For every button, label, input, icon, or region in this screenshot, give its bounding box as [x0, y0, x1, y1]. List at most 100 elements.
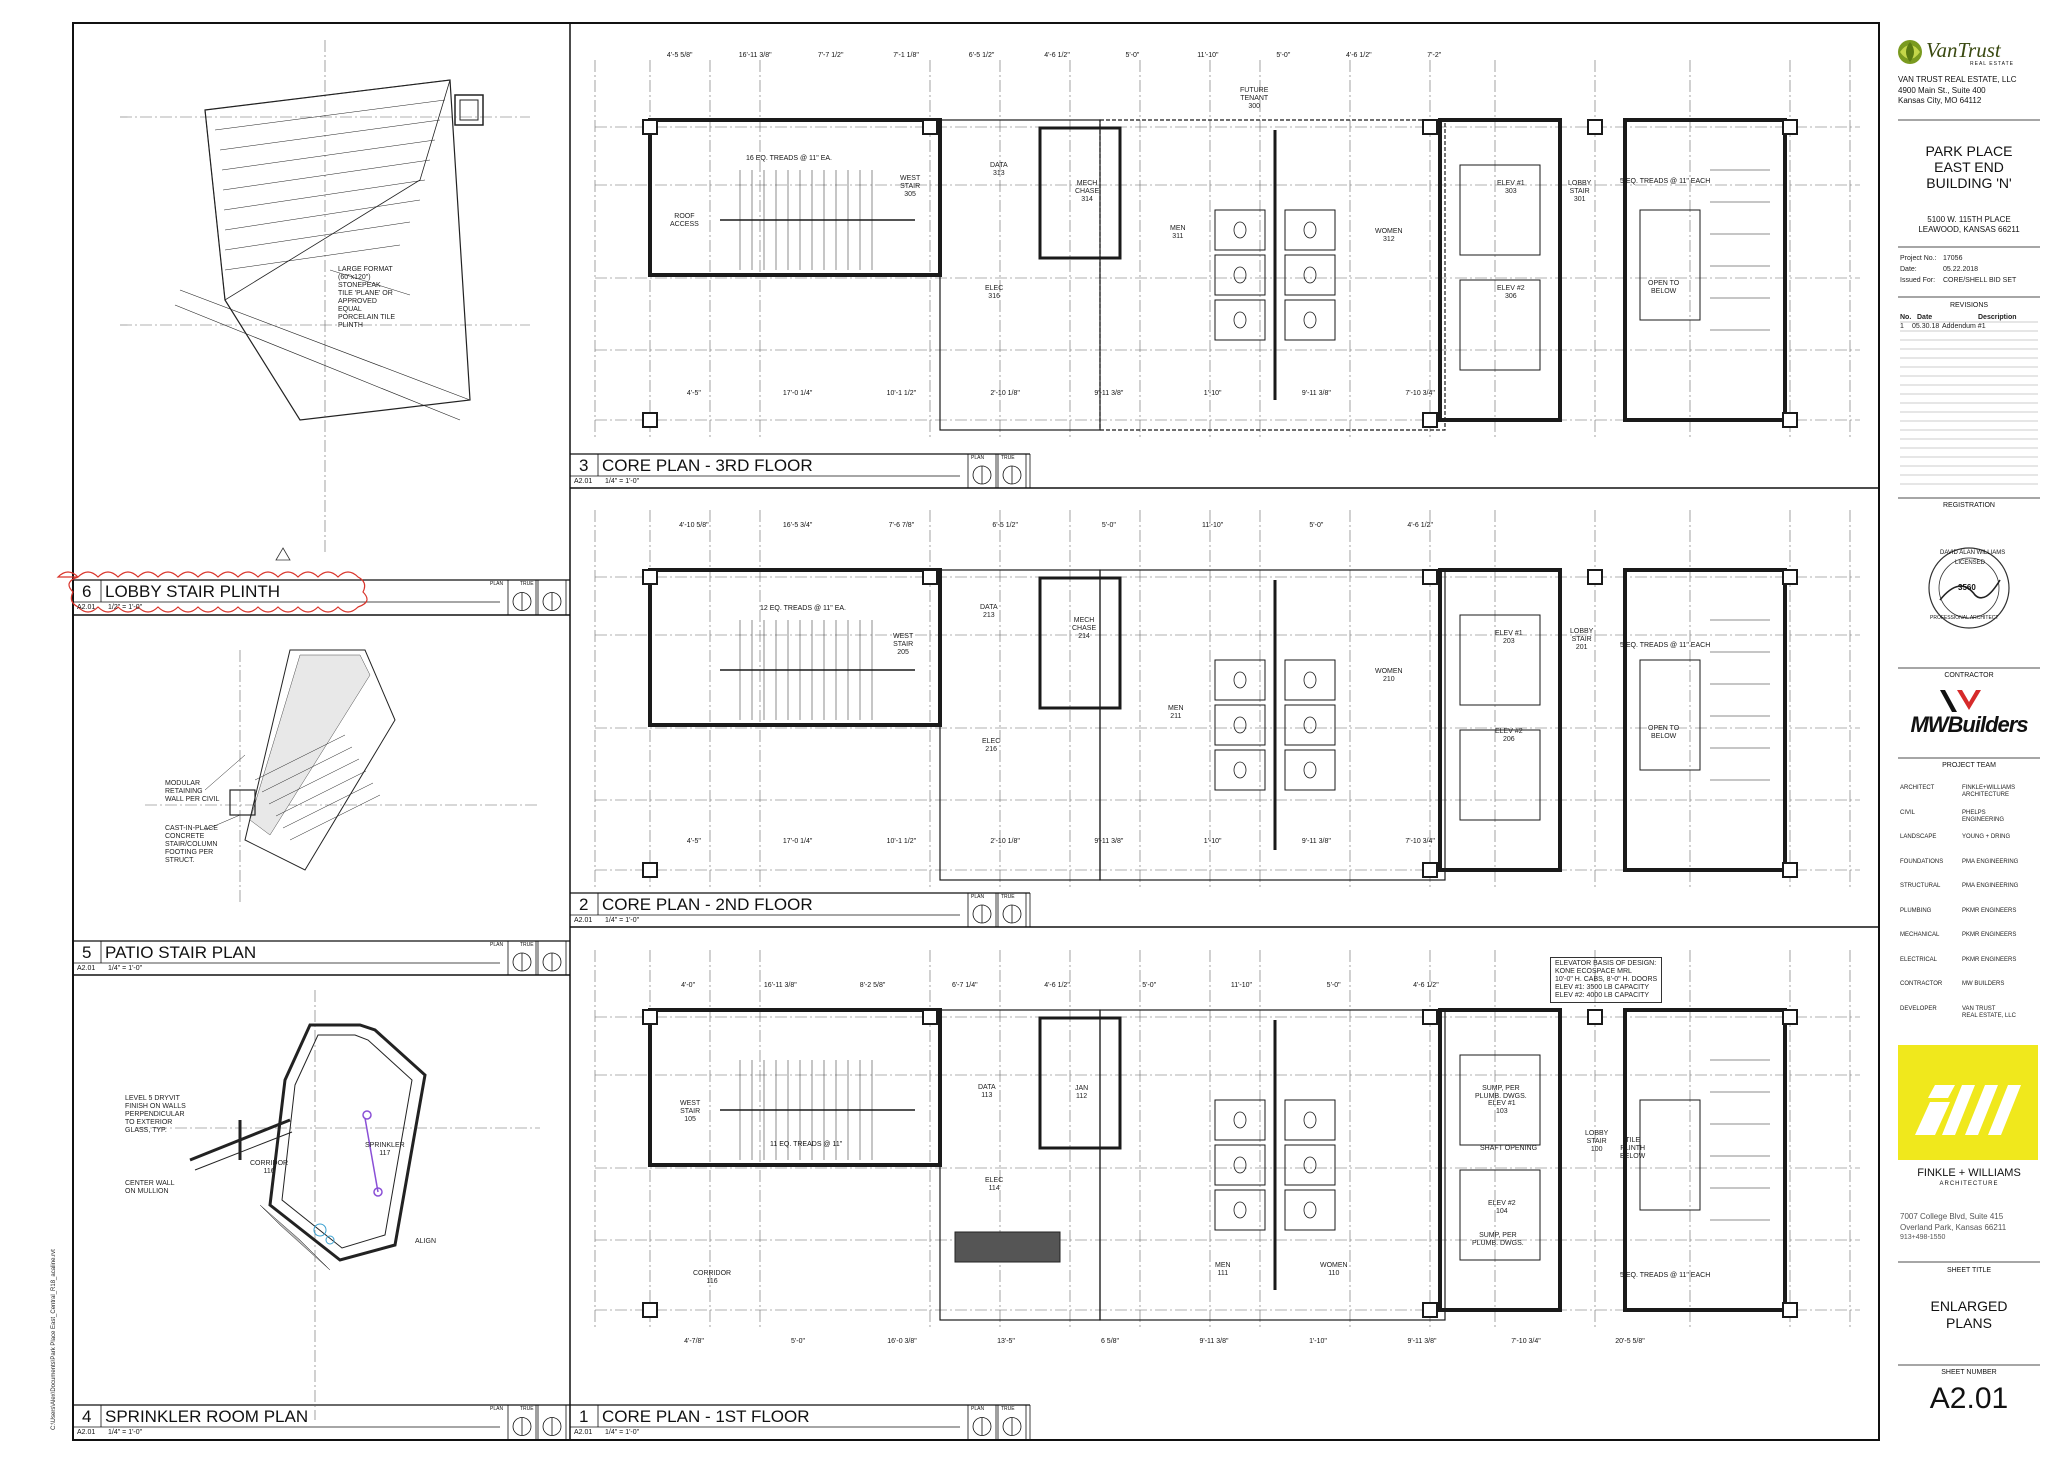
- view-scale: 1/4" = 1'-0": [605, 1429, 640, 1436]
- owner-addr1: 4900 Main St., Suite 400: [1898, 86, 1986, 95]
- view-ref: A2.01: [574, 478, 593, 485]
- north-arrow-box: [967, 892, 997, 928]
- team-firm: FINKLE+WILLIAMS ARCHITECTURE: [1962, 785, 2016, 798]
- north-arrow-box: [537, 1404, 567, 1441]
- toilet-fixture: [1303, 1156, 1317, 1174]
- dimension-label: 7'-1 1/8": [893, 52, 919, 59]
- column: [1782, 1302, 1798, 1318]
- room-label-elec-3: ELEC 316: [985, 285, 1004, 300]
- elevator-cab-2: [1459, 729, 1541, 821]
- view-title: CORE PLAN - 2ND FLOOR: [602, 895, 813, 914]
- team-role: MECHANICAL: [1900, 932, 1940, 938]
- room-label-lobby-3: LOBBY STAIR 301: [1568, 180, 1592, 203]
- note-sprinkler-level5: LEVEL 5 DRYVIT FINISH ON WALLS PERPENDIC…: [125, 1095, 186, 1134]
- toilet-fixture: [1303, 311, 1317, 329]
- dimension-label: 4'-6 1/2": [1407, 522, 1433, 529]
- dimension-label: 9'-11 3/8": [1199, 1338, 1229, 1345]
- project-name-line3: BUILDING 'N': [1926, 175, 2012, 191]
- toilet-fixture: [1303, 1201, 1317, 1219]
- room-label-west-stair-1: WEST STAIR 105: [680, 1100, 701, 1123]
- service-zone: [939, 119, 1101, 431]
- room-label-tile-plinth: TILE PLINTH BELOW: [1620, 1137, 1646, 1160]
- column: [1422, 569, 1438, 585]
- architect-phone: 913+498-1550: [1900, 1234, 1946, 1241]
- mech-chase-wall: [1038, 576, 1122, 710]
- column: [1782, 1009, 1798, 1025]
- column: [642, 569, 658, 585]
- project-name-line1: PARK PLACE: [1925, 143, 2013, 159]
- north-arrow-label-true: TRUE: [1001, 1406, 1015, 1412]
- column: [1422, 119, 1438, 135]
- seal-name: DAVID ALAN WILLIAMS: [1940, 550, 2006, 556]
- toilet-stall: [1284, 209, 1336, 251]
- core-plan-floor-2: [642, 568, 1798, 881]
- rev-row-desc: Addendum #1: [1942, 323, 1986, 330]
- sheet-title-line1: ENLARGED: [1930, 1298, 2008, 1314]
- service-zone: [939, 1009, 1101, 1321]
- project-no: 17056: [1943, 255, 1963, 262]
- toilet-fixture: [1233, 266, 1247, 284]
- team-role: ELECTRICAL: [1900, 956, 1938, 963]
- dimension-label: 4'-6 1/2": [1044, 52, 1070, 59]
- note-plinth: LARGE FORMAT (60"x120") STONEPEAK TILE '…: [338, 266, 396, 329]
- column: [1422, 1009, 1438, 1025]
- team-firm: MW BUILDERS: [1962, 981, 2005, 987]
- rev-row-no: 1: [1900, 323, 1904, 330]
- dimension-label: 16'-11 3/8": [763, 982, 797, 989]
- elevator-cab-2: [1459, 1169, 1541, 1261]
- team-firm: VAN TRUST REAL ESTATE, LLC: [1962, 1005, 2016, 1019]
- column: [642, 412, 658, 428]
- column: [922, 569, 938, 585]
- seal-number: 3560: [1958, 583, 1976, 592]
- elevator-core: [1438, 118, 1562, 422]
- dimension-label: 2'-10 1/8": [990, 838, 1020, 845]
- architect-sub: ARCHITECTURE: [1939, 1181, 1999, 1187]
- column: [922, 119, 938, 135]
- north-arrow-box: [967, 1404, 997, 1441]
- view-title-bars: [73, 453, 1031, 1441]
- room-label-west-stair-3: WEST STAIR 305: [900, 175, 921, 198]
- view-title-2: 2 CORE PLAN - 2ND FLOOR A2.01 1/4" = 1'-…: [570, 893, 1030, 927]
- toilet-fixture: [1233, 1201, 1247, 1219]
- view-number: 4: [82, 1407, 92, 1426]
- architect-addr2: Overland Park, Kansas 66211: [1900, 1223, 2007, 1232]
- restroom-zone: [1099, 1009, 1446, 1321]
- open-to-below: [1639, 209, 1701, 321]
- view-title-5: 5 PATIO STAIR PLAN A2.01 1/4" = 1'-0": [73, 941, 570, 975]
- north-arrow-label-true: TRUE: [1001, 894, 1015, 900]
- team-firm: YOUNG + DRING: [1962, 834, 2011, 840]
- dimension-label: 5'-0": [1276, 52, 1291, 59]
- dimension-label: 6 5/8": [1100, 1338, 1120, 1345]
- rev-header-no: No.: [1900, 314, 1912, 321]
- north-arrow-box: [537, 940, 567, 976]
- rev-row-date: 05.30.18: [1912, 323, 1940, 330]
- dimension-label: 4'-6 1/2": [1044, 982, 1070, 989]
- toilet-fixture: [1303, 716, 1317, 734]
- elevator-cab-1: [1459, 164, 1541, 256]
- room-label-men-2: MEN 211: [1168, 705, 1184, 720]
- note-patio-concrete: CAST-IN-PLACE CONCRETE STAIR/COLUMN FOOT…: [165, 825, 218, 864]
- dimension-label: 16'-0 3/8": [887, 1338, 917, 1345]
- project-name-line2: EAST END: [1934, 159, 2004, 175]
- north-arrow-box: [507, 579, 537, 616]
- room-label-men-1: MEN 111: [1215, 1262, 1231, 1277]
- room-label-elev1-3: ELEV #1 303: [1497, 180, 1525, 195]
- view-ref: A2.01: [77, 965, 96, 972]
- view-ref: A2.01: [574, 1429, 593, 1436]
- room-label-data-3: DATA 313: [990, 162, 1008, 177]
- toilet-stall: [1214, 659, 1266, 701]
- view-number: 6: [82, 582, 92, 601]
- dimension-label: 11'-10": [1230, 982, 1253, 989]
- room-label-men-3: MEN 311: [1170, 225, 1186, 240]
- room-label-open-3: OPEN TO BELOW: [1648, 280, 1680, 295]
- date-label: Date:: [1900, 266, 1917, 273]
- team-role: LANDSCAPE: [1900, 834, 1937, 840]
- view-scale: 1/4" = 1'-0": [108, 1429, 143, 1436]
- view-scale: 1/4" = 1'-0": [605, 917, 640, 924]
- equipment-block: [954, 1231, 1061, 1263]
- team-firm: PKMR ENGINEERS: [1962, 907, 2017, 914]
- note-patio-wall: MODULAR RETAINING WALL PER CIVIL: [165, 780, 220, 803]
- dimension-label: 17'-0 1/4": [782, 838, 813, 845]
- patio-stair-drawing: [145, 649, 540, 905]
